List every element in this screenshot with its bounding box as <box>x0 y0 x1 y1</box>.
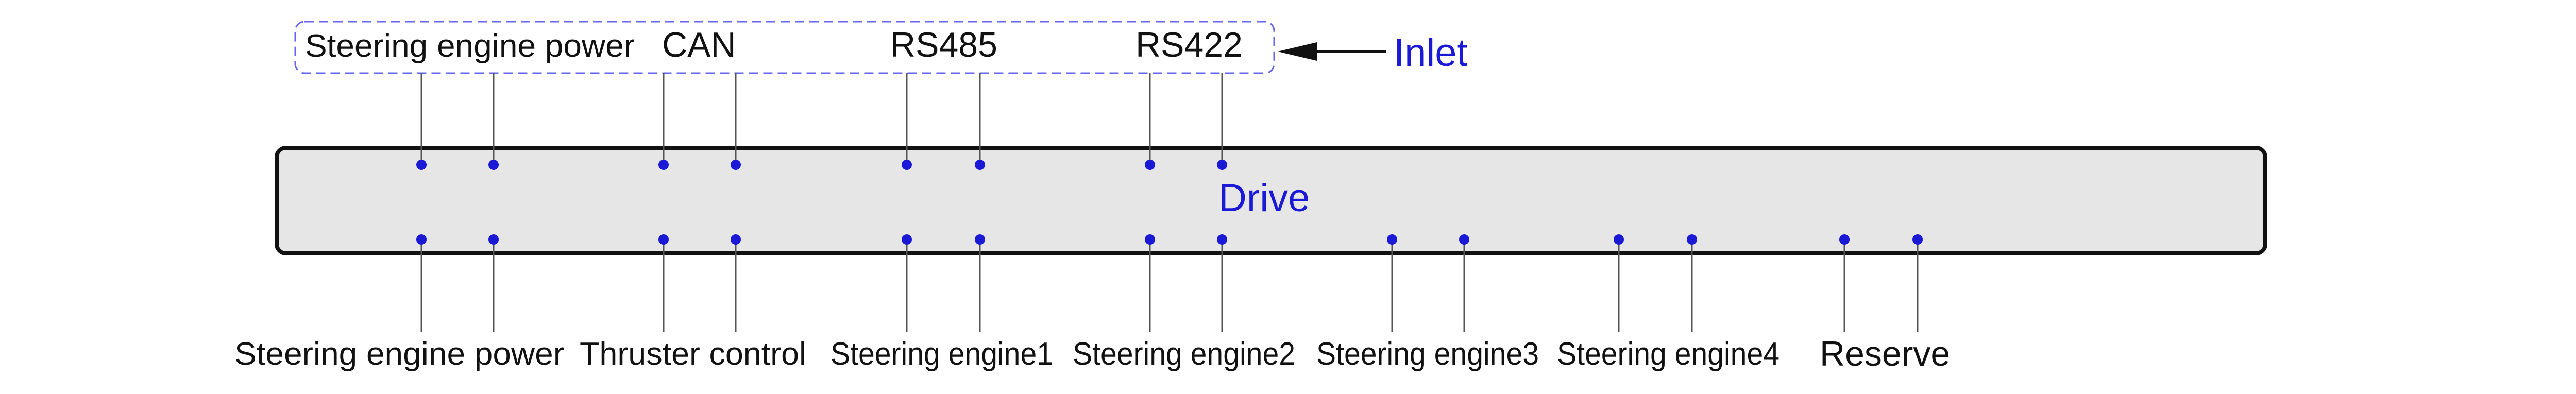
output-label-steering-power: Steering engine power <box>234 336 564 372</box>
top-pin-dot-2 <box>488 160 499 170</box>
inlet-label-steering-power: Steering engine power <box>305 28 635 64</box>
top-pin-dot-8 <box>1217 160 1227 170</box>
output-label-steering-engine1: Steering engine1 <box>831 336 1053 372</box>
bottom-pin-dot-11 <box>1614 234 1624 245</box>
bottom-pin-dot-12 <box>1687 234 1697 245</box>
top-pin-dot-4 <box>731 160 741 170</box>
top-pin-dots <box>416 160 1227 170</box>
drive-label: Drive <box>1218 176 1310 220</box>
bottom-pin-dot-5 <box>902 234 912 245</box>
bottom-pin-dot-2 <box>488 234 499 245</box>
bottom-pin-dot-9 <box>1387 234 1397 245</box>
bottom-pin-dot-6 <box>975 234 985 245</box>
bottom-pin-dot-4 <box>731 234 741 245</box>
top-pin-dot-1 <box>416 160 427 170</box>
inlet-group-box <box>294 21 1275 74</box>
top-pin-dot-3 <box>658 160 669 170</box>
inlet-title: Inlet <box>1394 31 1468 75</box>
bottom-pin-dot-13 <box>1839 234 1850 245</box>
output-label-reserve: Reserve <box>1820 334 1950 373</box>
output-label-steering-engine4: Steering engine4 <box>1557 336 1780 372</box>
output-label-steering-engine2: Steering engine2 <box>1073 336 1295 372</box>
output-label-thruster-control: Thruster control <box>580 336 806 372</box>
bottom-pin-dots <box>416 234 1923 245</box>
top-pin-dot-5 <box>902 160 912 170</box>
output-label-steering-engine3: Steering engine3 <box>1316 336 1539 372</box>
inlet-label-rs485: RS485 <box>890 25 997 64</box>
bottom-pin-dot-10 <box>1459 234 1469 245</box>
bottom-pin-dot-14 <box>1912 234 1923 245</box>
top-pins <box>420 73 1223 164</box>
bottom-pins <box>420 239 1919 332</box>
bottom-pin-dot-3 <box>658 234 669 245</box>
bottom-pin-dot-1 <box>416 234 427 245</box>
top-pin-dot-6 <box>975 160 985 170</box>
bottom-pin-dot-7 <box>1145 234 1155 245</box>
drive-box <box>275 146 2267 255</box>
bottom-pin-dot-8 <box>1217 234 1227 245</box>
inlet-label-can: CAN <box>662 25 736 64</box>
inlet-arrow-head <box>1278 42 1317 61</box>
inlet-label-rs422: RS422 <box>1136 25 1243 64</box>
top-pin-dot-7 <box>1145 160 1155 170</box>
